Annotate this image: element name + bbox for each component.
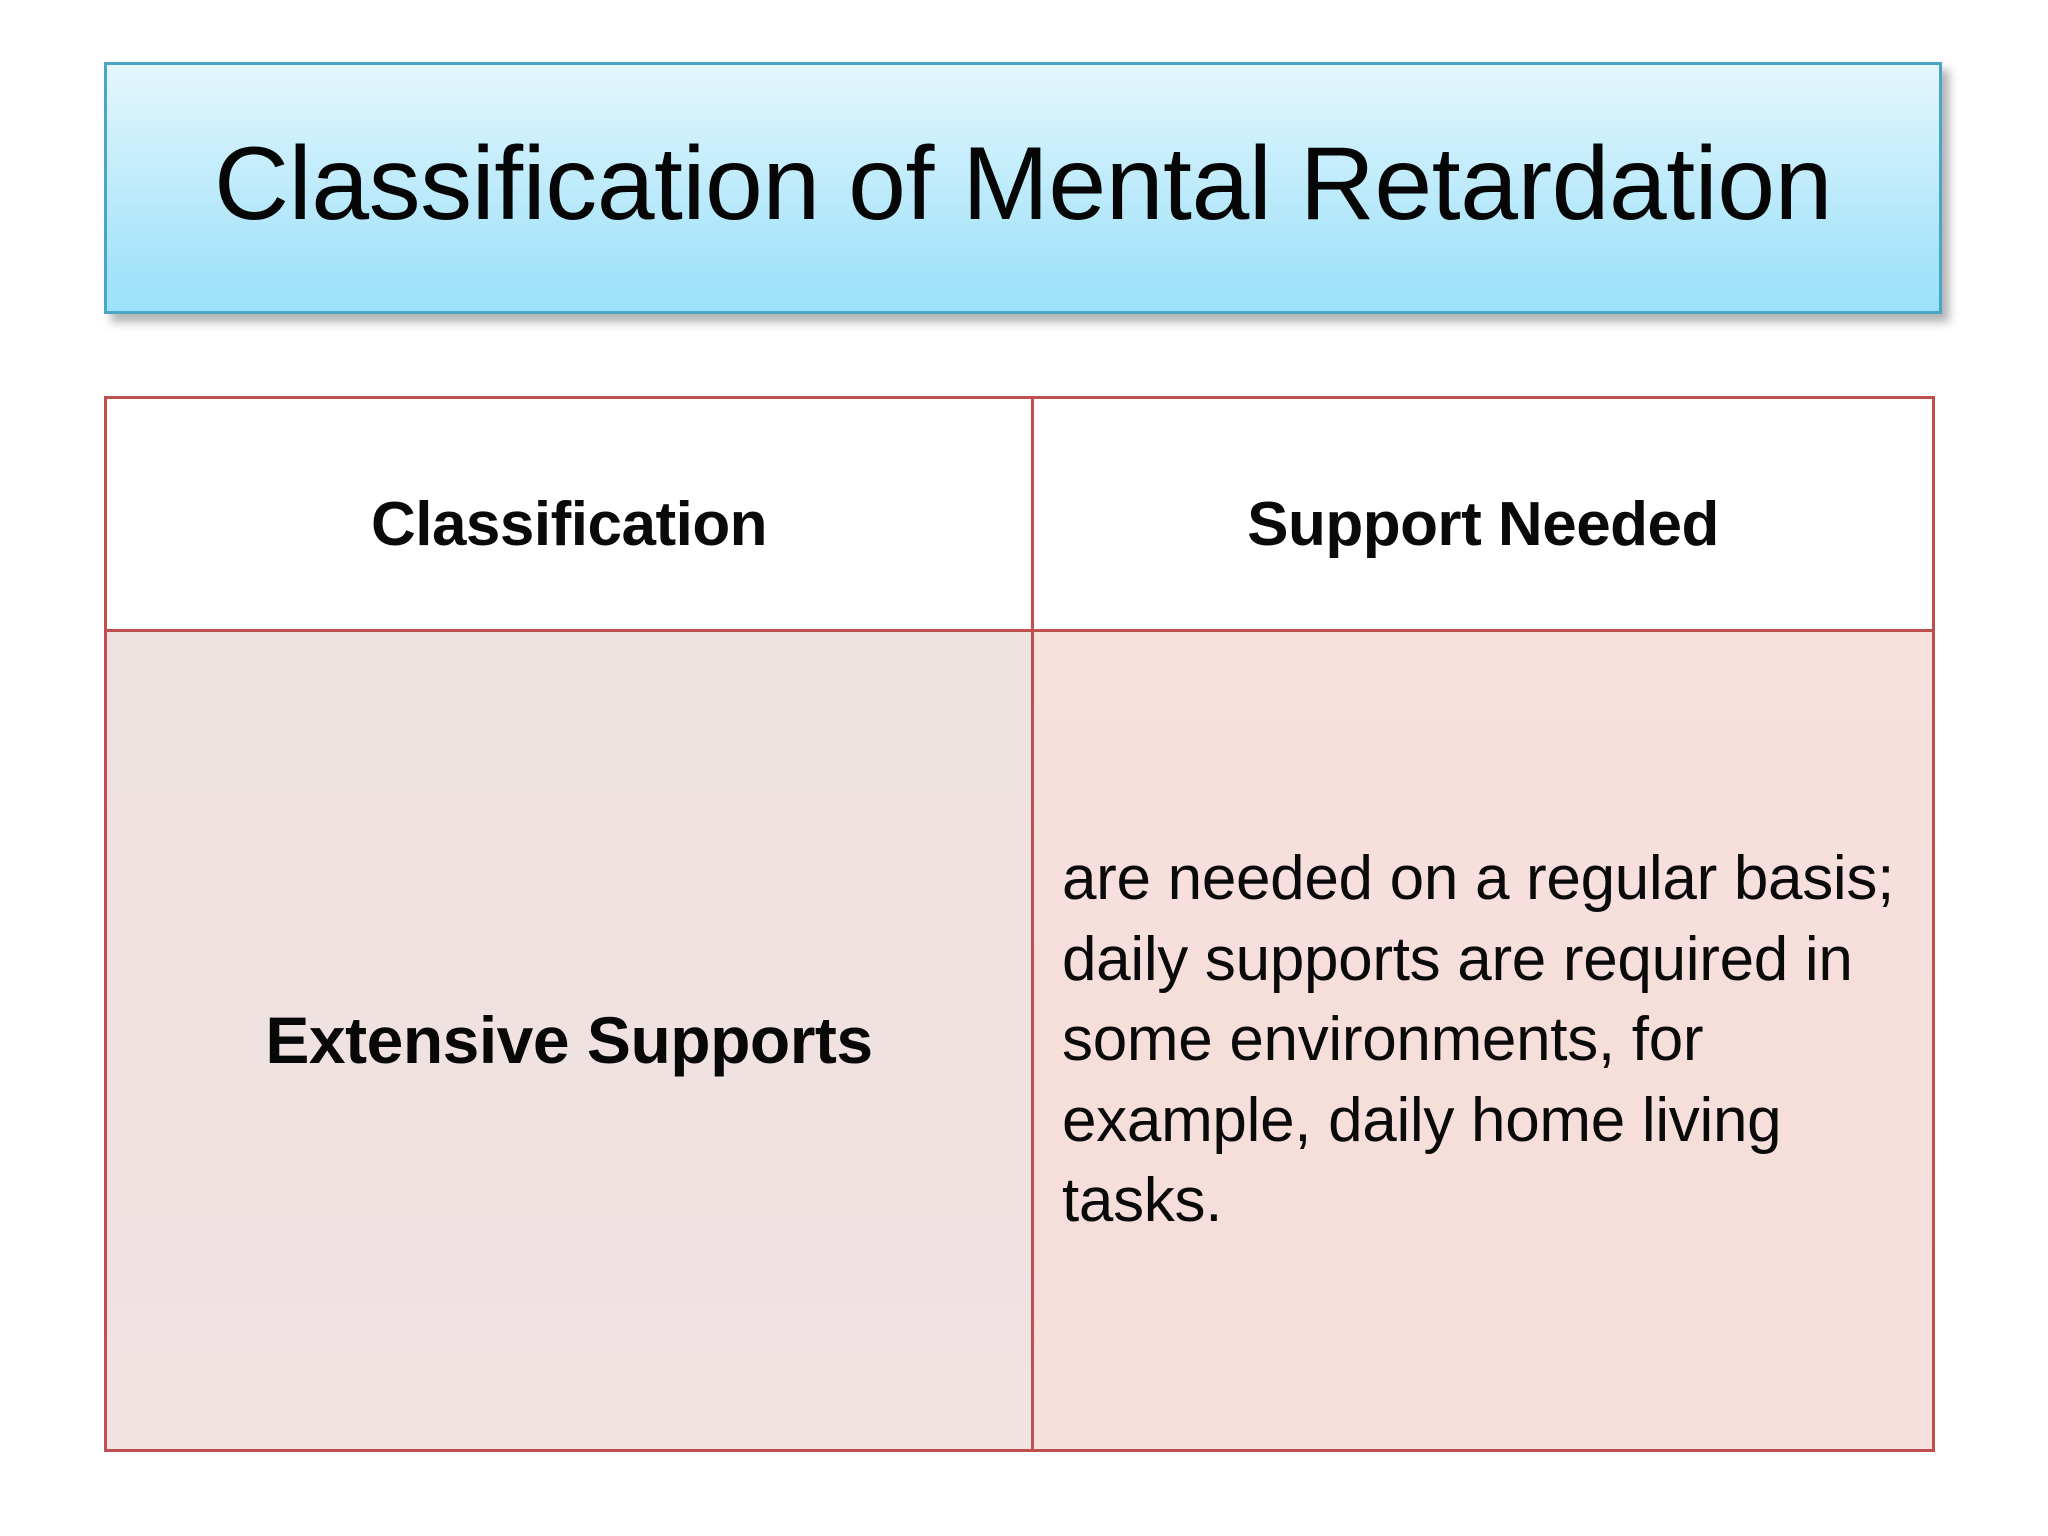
cell-classification-value: Extensive Supports [104, 629, 1034, 1452]
column-header-support-needed: Support Needed [1247, 489, 1719, 559]
table-header-row: Classification Support Needed [104, 396, 1935, 632]
column-header-classification: Classification [370, 489, 768, 559]
title-banner: Classification of Mental Retardation [104, 62, 1942, 314]
support-needed-description: are needed on a regular basis; daily sup… [1062, 844, 1895, 1236]
table-header-cell-classification: Classification [104, 396, 1034, 632]
cell-support-needed-value: are needed on a regular basis; daily sup… [1031, 629, 1935, 1452]
page-title: Classification of Mental Retardation [214, 126, 1832, 243]
table-header-cell-support-needed: Support Needed [1031, 396, 1935, 632]
table-row: Extensive Supports are needed on a regul… [104, 629, 1935, 1452]
classification-table: Classification Support Needed Extensive … [104, 396, 1935, 1452]
classification-label: Extensive Supports [265, 1003, 873, 1078]
